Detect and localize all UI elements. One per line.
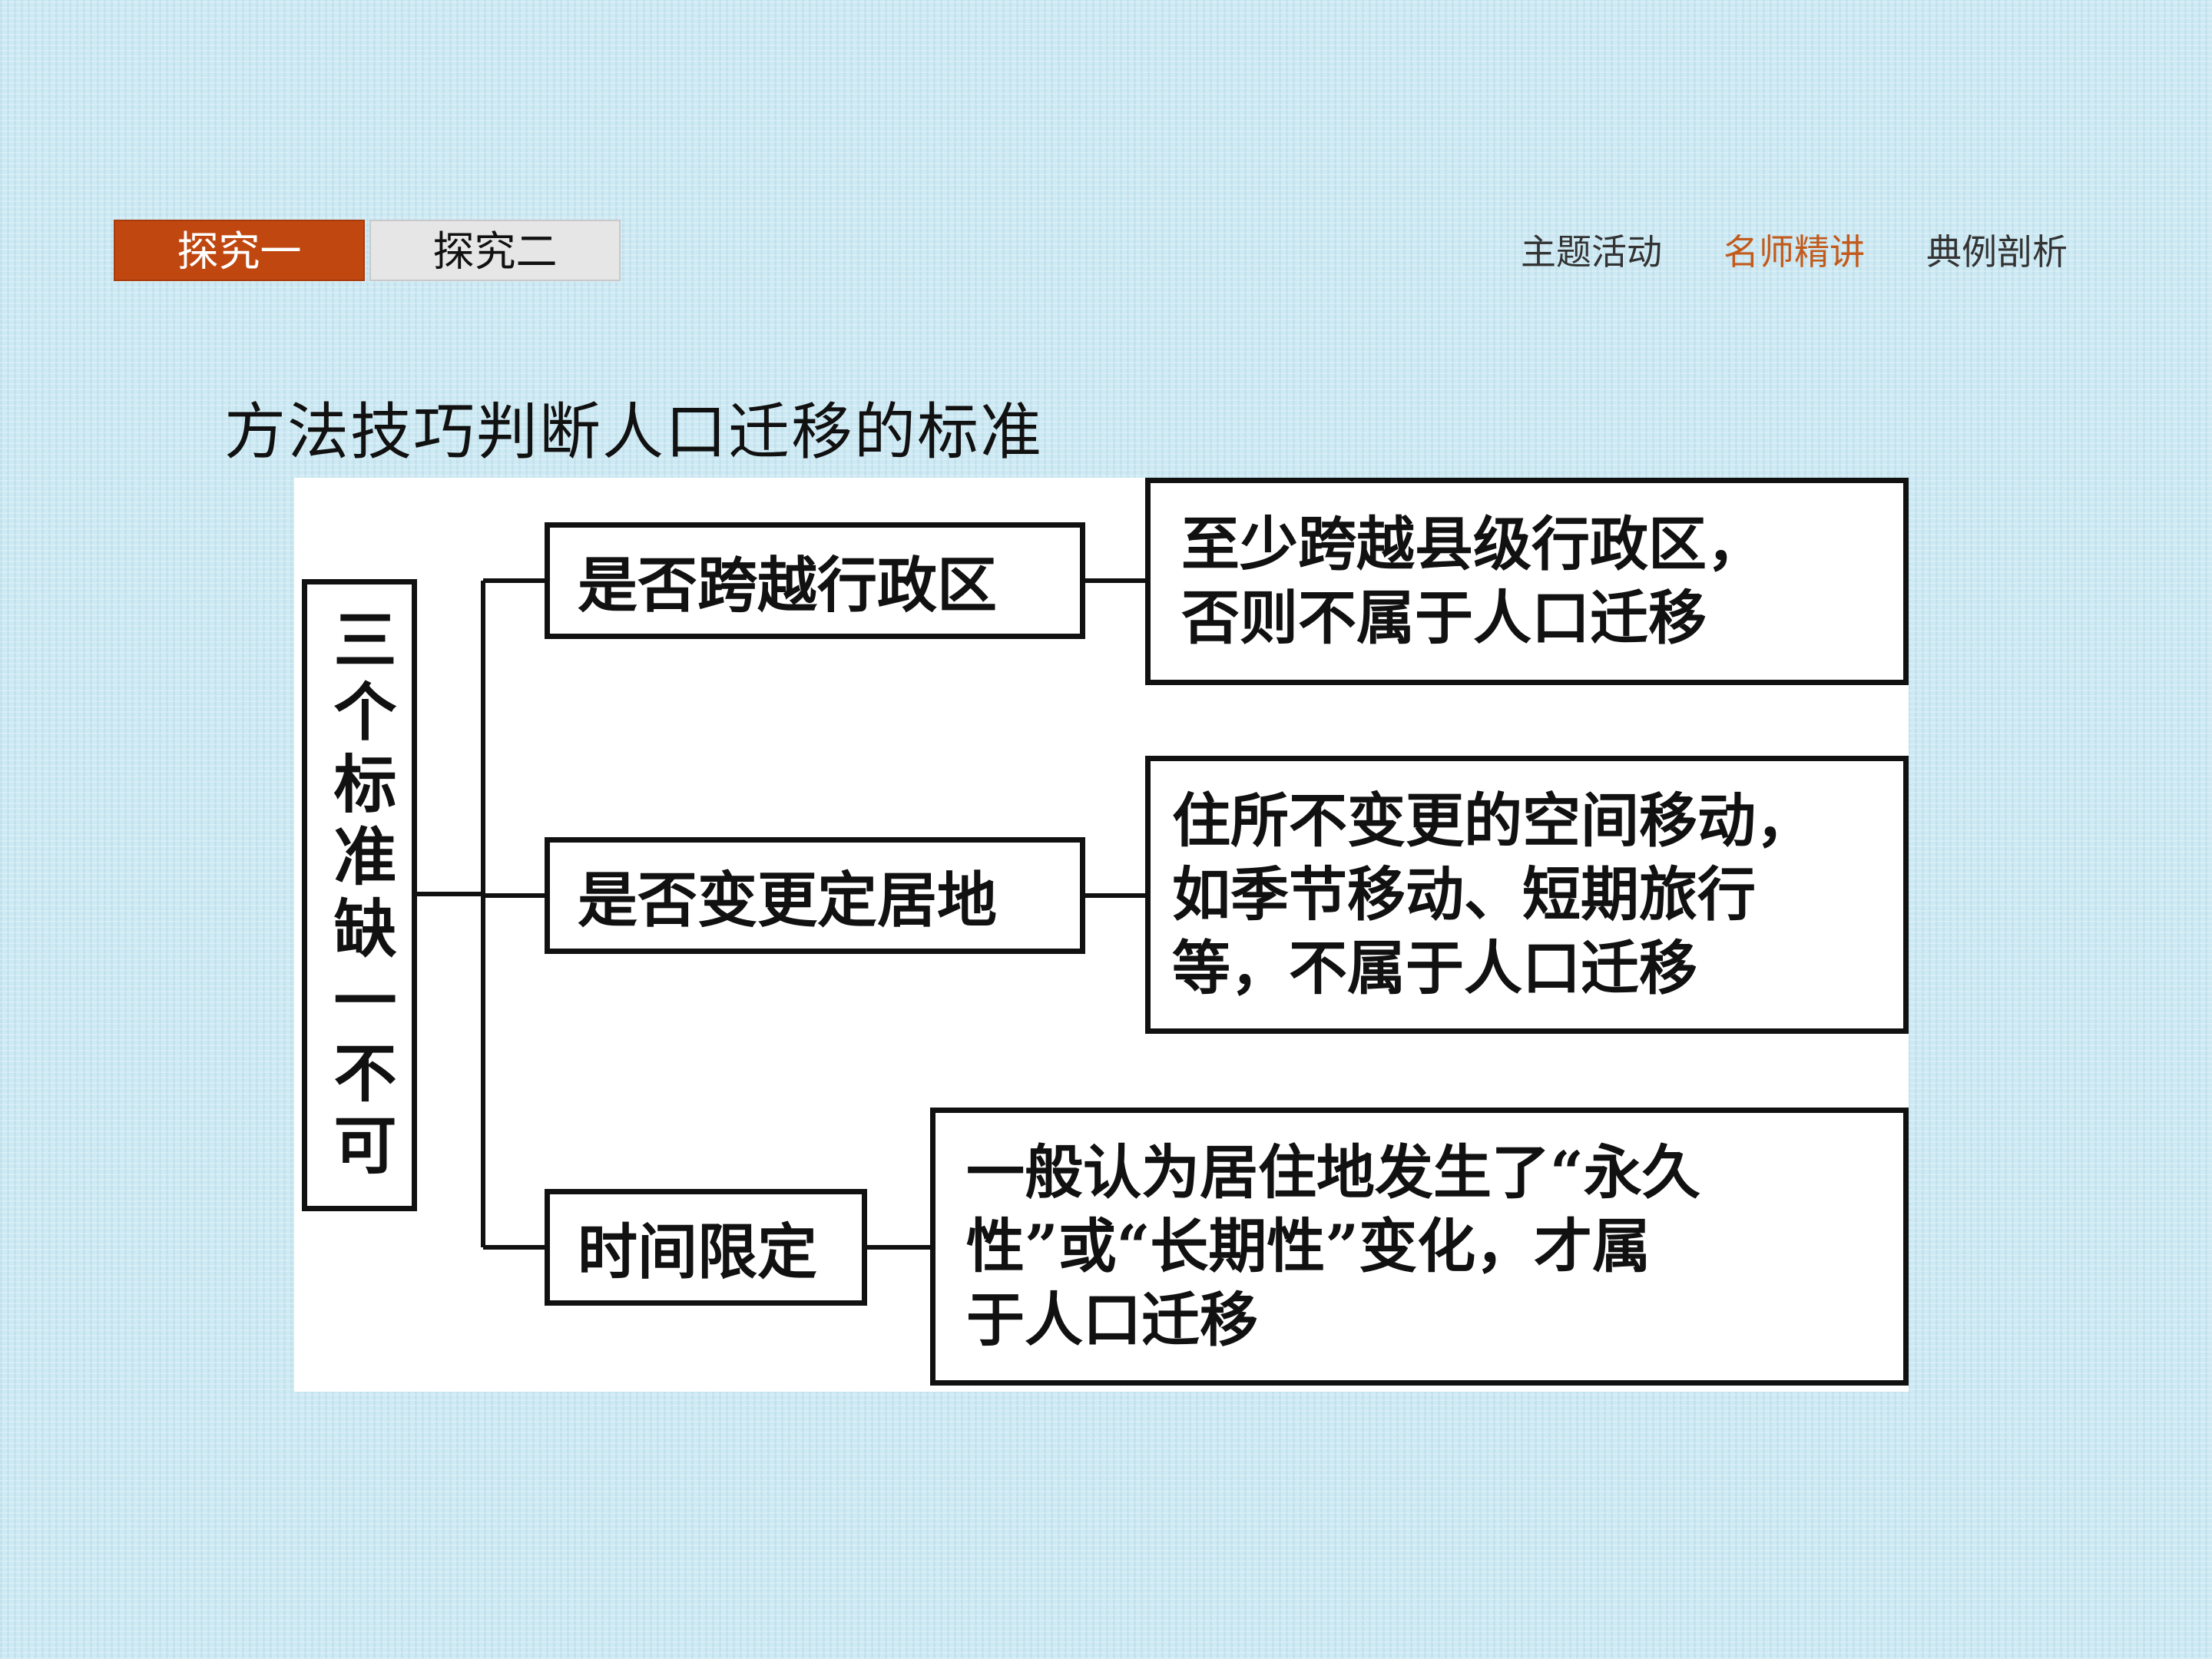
nav-theme-activity[interactable]: 主题活动 [1521,231,1662,273]
tab-explore-1[interactable]: 探究一 [114,220,365,281]
detail-time-limit: 一般认为居住地发生了“永久 性”或“长期性”变化，才属 于人口迁移 [930,1108,1909,1386]
criteria-diagram: 三个标准缺一不可 是否跨越行政区 是否变更定居地 时间限定 至少跨越县级行政区，… [294,478,1909,1392]
tab-explore-2[interactable]: 探究二 [369,220,621,281]
nav-example-analysis[interactable]: 典例剖析 [1926,231,2068,273]
connector-lines [417,578,1145,1250]
criterion-admin-region: 是否跨越行政区 [545,522,1085,639]
detail-residence-change: 住所不变更的空间移动， 如季节移动、短期旅行 等，不属于人口迁移 [1145,756,1909,1034]
criterion-residence-change: 是否变更定居地 [545,837,1085,954]
detail-text: 一般认为居住地发生了“永久 性”或“长期性”变化，才属 于人口迁移 [966,1138,1700,1354]
section-tabs: 探究一 探究二 [114,220,621,281]
detail-text: 住所不变更的空间移动， 如季节移动、短期旅行 等，不属于人口迁移 [1172,786,1814,1002]
criterion-label: 是否跨越行政区 [578,551,998,621]
top-navigation: 主题活动 名师精讲 典例剖析 [1521,224,2068,275]
page-heading: 方法技巧判断人口迁移的标准 [224,396,1043,468]
root-label: 三个标准缺一不可 [323,606,396,1184]
root-node: 三个标准缺一不可 [302,579,417,1211]
criterion-time-limit: 时间限定 [545,1189,867,1306]
criterion-label: 是否变更定居地 [578,866,998,935]
detail-admin-region: 至少跨越县级行政区， 否则不属于人口迁移 [1145,478,1909,685]
nav-teacher-lecture[interactable]: 名师精讲 [1724,231,1865,273]
detail-text: 至少跨越县级行政区， 否则不属于人口迁移 [1181,510,1765,652]
criterion-label: 时间限定 [578,1217,818,1287]
